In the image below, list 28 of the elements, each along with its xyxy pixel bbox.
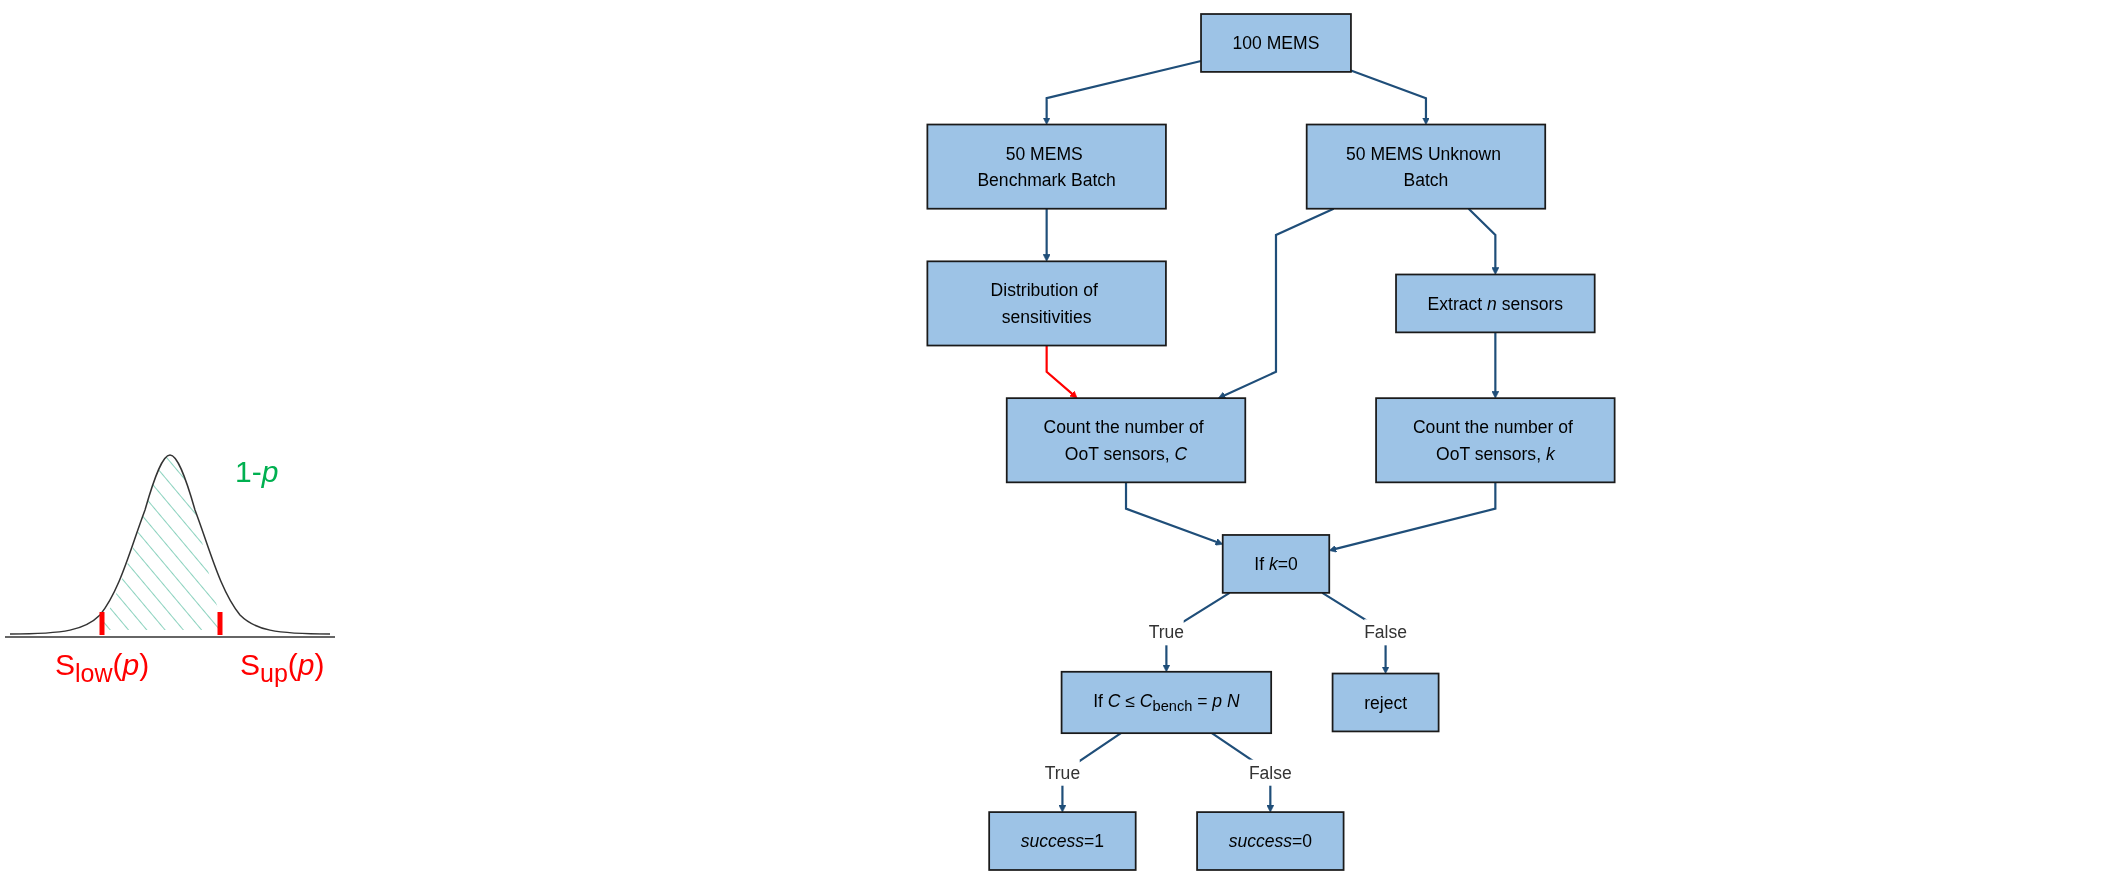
node-box: success=0 — [1195, 811, 1344, 871]
node-box: Count the number of OoT sensors, k — [1374, 397, 1615, 484]
arrow — [1042, 59, 1201, 125]
arrow — [1217, 207, 1334, 399]
edge-label: True — [1148, 622, 1184, 642]
arrow — [1045, 345, 1077, 399]
upper-bound-label: S$_{up}$(p) — [240, 648, 325, 688]
arrow — [1350, 69, 1430, 125]
node-box: Distribution of sensitivities — [926, 260, 1167, 347]
probability-label: 1-p — [235, 455, 279, 489]
node-box: If k=0 — [1221, 534, 1330, 594]
node-box: Count the number of OoT sensors, C — [1005, 397, 1246, 484]
arrow — [1042, 208, 1050, 262]
node-box: 50 MEMS Benchmark Batch — [926, 123, 1167, 210]
lower-bound-label: S$_{low}$(p) — [55, 648, 150, 688]
arrow — [1467, 207, 1499, 275]
node-box: If C ≤ C$_{bench}$ = p N — [1060, 670, 1272, 735]
node-box: 50 MEMS Unknown Batch — [1305, 123, 1546, 210]
arrow — [1491, 332, 1499, 399]
edge-label: False — [1248, 762, 1292, 783]
node-box: Extract n sensors — [1394, 273, 1596, 334]
node-box: 100 MEMS — [1199, 13, 1352, 73]
node-box: success=1 — [987, 811, 1137, 871]
edge-label: False — [1363, 622, 1407, 642]
arrow — [1328, 482, 1496, 553]
node-box: reject — [1331, 672, 1439, 733]
edge-label: True — [1044, 762, 1080, 783]
arrow — [1124, 482, 1223, 546]
